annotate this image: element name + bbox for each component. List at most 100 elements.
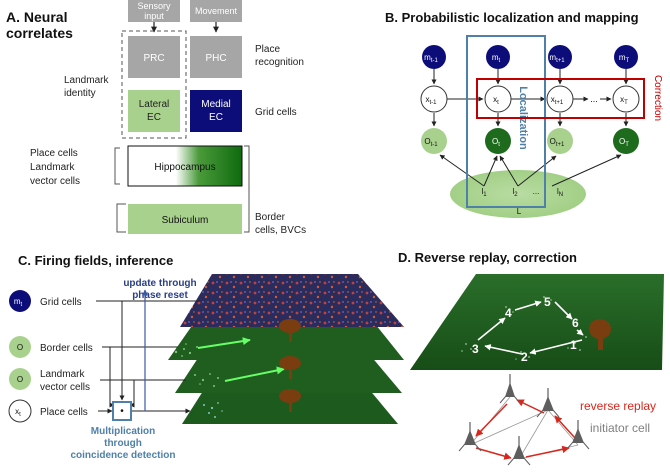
panel-c: C. Firing fields, inference update throu… bbox=[8, 253, 404, 461]
hippocampus-box bbox=[127, 145, 243, 187]
tree-icon bbox=[279, 356, 301, 379]
prc-label: PRC bbox=[143, 53, 164, 64]
m-node-3: mt+1 bbox=[548, 45, 572, 69]
svg-text:mT: mT bbox=[619, 53, 630, 64]
medial-ec-box bbox=[190, 90, 242, 132]
border-vector-arrow bbox=[197, 337, 251, 349]
medial-ec-label: Medial bbox=[201, 99, 230, 110]
lateral-ec-label: Lateral bbox=[139, 99, 170, 110]
replay-number-6: 6 bbox=[572, 316, 579, 330]
panel-c-title: C. Firing fields, inference bbox=[18, 253, 173, 268]
bracket-left-a bbox=[114, 147, 120, 185]
landmark-vector-label-line2: vector cells bbox=[30, 176, 80, 187]
pyramidal-neuron bbox=[499, 374, 521, 404]
l-node-2: l2 bbox=[512, 187, 518, 198]
l-node-n: lN bbox=[557, 187, 563, 198]
panel-a-title: A. Neural bbox=[6, 9, 67, 25]
svg-text:Ot-1: Ot-1 bbox=[424, 137, 438, 148]
lateral-ec-box bbox=[128, 90, 180, 132]
m-node-2: mt bbox=[486, 45, 510, 69]
svg-text:vector cells: vector cells bbox=[40, 382, 90, 393]
localization-box bbox=[466, 35, 546, 208]
panel-d-title: D. Reverse replay, correction bbox=[398, 250, 577, 265]
o-node-1: Ot-1 bbox=[421, 128, 447, 154]
svg-text:xt: xt bbox=[493, 95, 499, 106]
legend-place-cells: xt Place cells bbox=[8, 399, 98, 423]
initiator-cell-label: initiator cell bbox=[590, 421, 650, 435]
replay-arrows bbox=[475, 399, 576, 460]
x-node-2: xt bbox=[484, 85, 512, 113]
multiplication-label-line3: coincidence detection bbox=[70, 450, 175, 461]
border-cells-label-a-line2: cells, BVCs bbox=[255, 225, 306, 236]
pyramidal-neuron bbox=[507, 436, 531, 466]
svg-text:mt: mt bbox=[492, 53, 501, 64]
svg-text:Ot+1: Ot+1 bbox=[550, 137, 565, 148]
svg-text:Place cells: Place cells bbox=[40, 407, 88, 418]
panel-d: D. Reverse replay, correction 1 2 3 4 5 … bbox=[398, 250, 664, 466]
place-cells-label: Place cells bbox=[30, 148, 78, 159]
update-label: update through bbox=[123, 278, 196, 289]
legend-landmark-vector-cells: O Landmark vector cells bbox=[9, 368, 100, 394]
correction-label: Correction bbox=[652, 75, 663, 121]
svg-text:xT: xT bbox=[620, 95, 628, 106]
svg-text:Landmark: Landmark bbox=[40, 369, 85, 380]
medial-ec-label-line2: EC bbox=[209, 112, 223, 123]
m-node-1: mt-1 bbox=[422, 45, 446, 69]
pyramidal-neuron bbox=[536, 388, 560, 418]
place-recognition-label-line2: recognition bbox=[255, 57, 304, 68]
m-node-4: mT bbox=[614, 45, 638, 69]
replay-path bbox=[477, 300, 584, 355]
replay-number-5: 5 bbox=[544, 295, 551, 309]
layer-border bbox=[168, 320, 404, 360]
prc-box bbox=[128, 36, 180, 78]
tree-icon bbox=[279, 319, 301, 342]
landmark-identity-label: Landmark bbox=[64, 75, 109, 86]
svg-text:Ot: Ot bbox=[492, 137, 500, 148]
phc-box bbox=[190, 36, 242, 78]
border-firing bbox=[174, 343, 198, 357]
grid-cells-label-a: Grid cells bbox=[255, 107, 297, 118]
l-node-ellipsis: ... bbox=[533, 187, 540, 196]
sensory-input-box bbox=[128, 0, 180, 22]
correction-box bbox=[476, 78, 645, 119]
l-node-1: l1 bbox=[481, 187, 487, 198]
bracket-right-a bbox=[244, 145, 250, 233]
layer-landmark bbox=[175, 355, 402, 393]
o-node-3: Ot+1 bbox=[547, 128, 573, 154]
movement-box bbox=[190, 0, 242, 22]
place-recognition-label: Place bbox=[255, 44, 280, 55]
svg-text:xt+1: xt+1 bbox=[551, 95, 564, 106]
lateral-ec-label-line2: EC bbox=[147, 112, 161, 123]
phc-label: PHC bbox=[205, 53, 226, 64]
update-phase-arrow bbox=[142, 289, 148, 412]
landmark-vector-label: Landmark bbox=[30, 162, 75, 173]
replay-number-4: 4 bbox=[505, 306, 512, 320]
x-node-1: xt-1 bbox=[420, 85, 448, 113]
o-node-2: Ot bbox=[485, 128, 511, 154]
update-label-line2: phase reset bbox=[132, 290, 188, 301]
legend-border-cells: O Border cells bbox=[9, 336, 102, 358]
sensory-input-label-line2: input bbox=[144, 11, 164, 21]
legend-grid-cells: mt Grid cells bbox=[9, 290, 96, 312]
svg-text:Grid cells: Grid cells bbox=[40, 297, 82, 308]
movement-label: Movement bbox=[195, 6, 238, 16]
tree-icon bbox=[279, 389, 301, 412]
x-node-4: xT bbox=[612, 85, 640, 113]
o-node-4: OT bbox=[613, 128, 639, 154]
x-node-3: xt+1 bbox=[546, 85, 574, 113]
x-ellipsis: ... bbox=[590, 94, 598, 104]
svg-text:xt: xt bbox=[15, 407, 21, 418]
svg-text:mt-1: mt-1 bbox=[424, 53, 438, 64]
subiculum-box bbox=[128, 204, 242, 234]
replay-number-1: 1 bbox=[570, 338, 577, 352]
hippocampus-label: Hippocampus bbox=[154, 162, 215, 173]
svg-text:O: O bbox=[17, 375, 23, 384]
b-edges bbox=[431, 69, 629, 187]
multiplication-label: Multiplication bbox=[91, 426, 155, 437]
reverse-replay-label: reverse replay bbox=[580, 399, 656, 413]
replay-number-2: 2 bbox=[521, 350, 528, 364]
panel-b: B. Probabilistic localization and mappin… bbox=[385, 10, 663, 218]
svg-text:Border cells: Border cells bbox=[40, 343, 93, 354]
svg-text:O: O bbox=[17, 343, 23, 352]
